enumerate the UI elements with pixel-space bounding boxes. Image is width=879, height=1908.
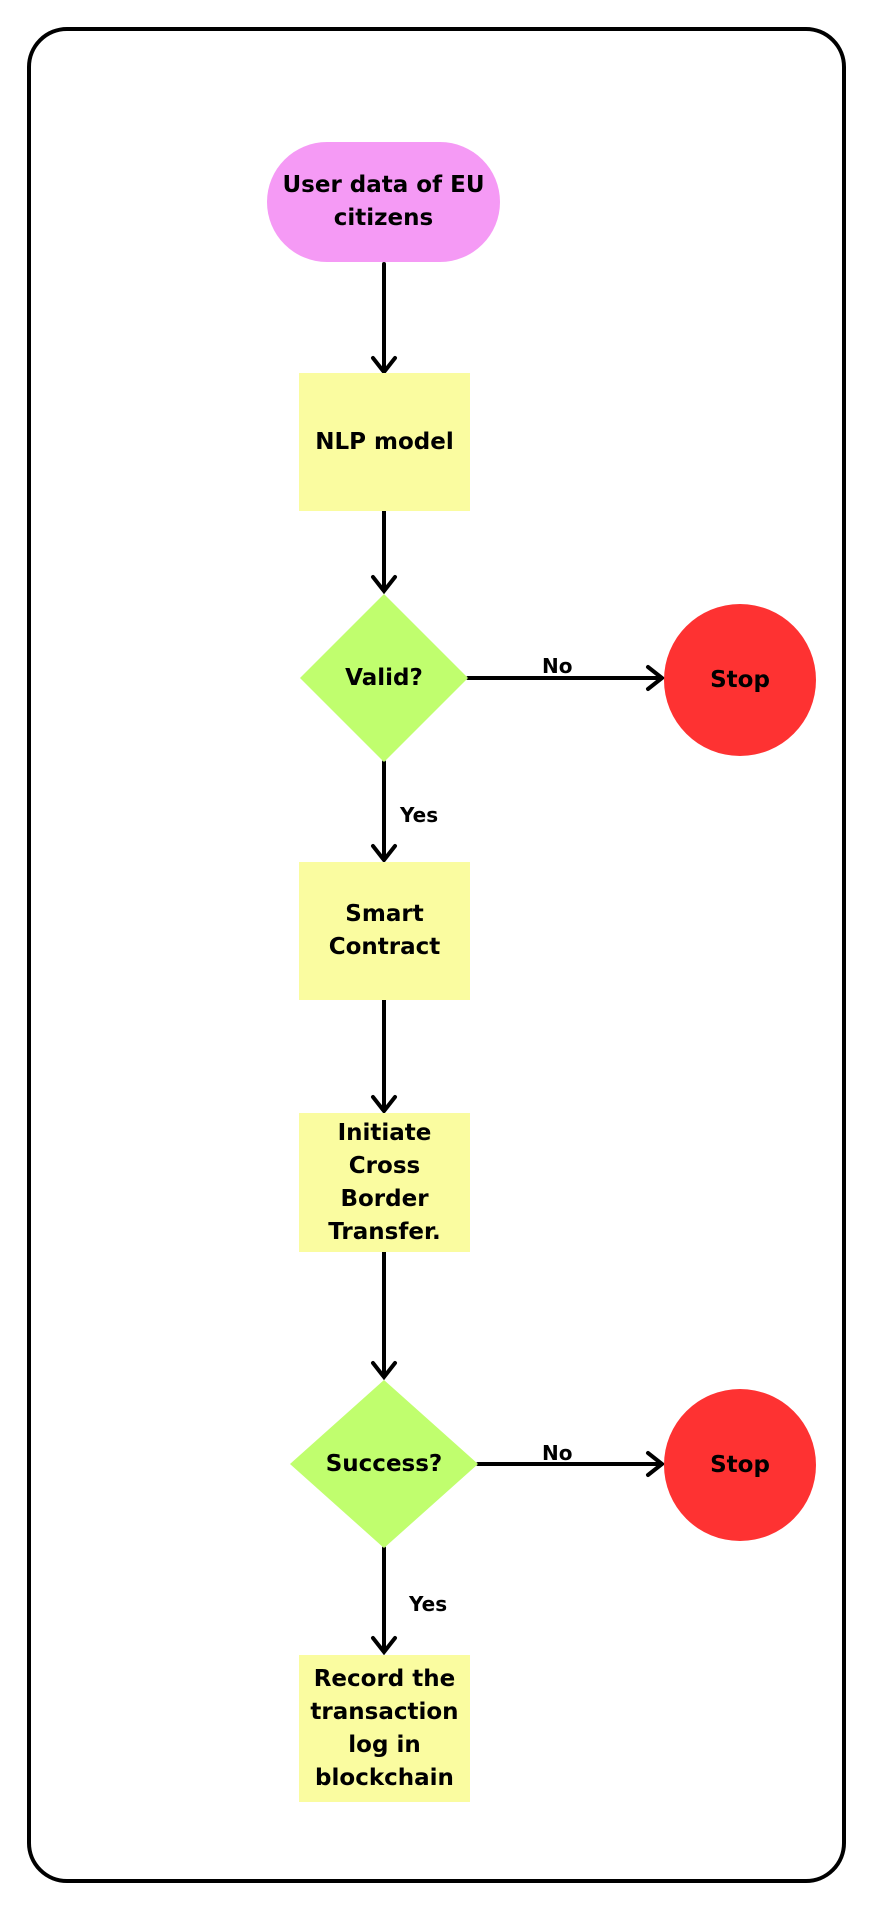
- success-decision-node: Success?: [290, 1380, 478, 1548]
- arrowhead-success-to-stop2: [646, 1451, 666, 1477]
- success-diamond-shape: [290, 1380, 478, 1548]
- stop-node-2-label: Stop: [710, 1451, 770, 1478]
- valid-decision-node: Valid?: [300, 594, 468, 762]
- success-decision-label: Success?: [325, 1450, 443, 1477]
- arrowhead-contract-to-transfer: [371, 1095, 397, 1115]
- valid-diamond-shape: [300, 594, 468, 762]
- stop-node-2: Stop: [664, 1389, 816, 1541]
- arrowhead-start-to-nlp: [371, 356, 397, 376]
- arrowhead-valid-to-contract: [371, 844, 397, 864]
- nlp-model-node: NLP model: [299, 373, 470, 511]
- valid-no-label: No: [542, 654, 573, 678]
- nlp-model-label: NLP model: [315, 428, 454, 455]
- stop-node-1: Stop: [664, 604, 816, 756]
- success-no-label: No: [542, 1441, 573, 1465]
- arrowhead-transfer-to-success: [371, 1361, 397, 1381]
- arrowhead-success-to-record: [371, 1636, 397, 1656]
- arrowhead-nlp-to-valid: [371, 575, 397, 595]
- valid-yes-label: Yes: [400, 803, 439, 827]
- success-yes-label: Yes: [409, 1592, 448, 1616]
- arrowhead-valid-to-stop1: [646, 665, 666, 691]
- stop-node-1-label: Stop: [710, 666, 770, 693]
- valid-decision-label: Valid?: [345, 664, 423, 691]
